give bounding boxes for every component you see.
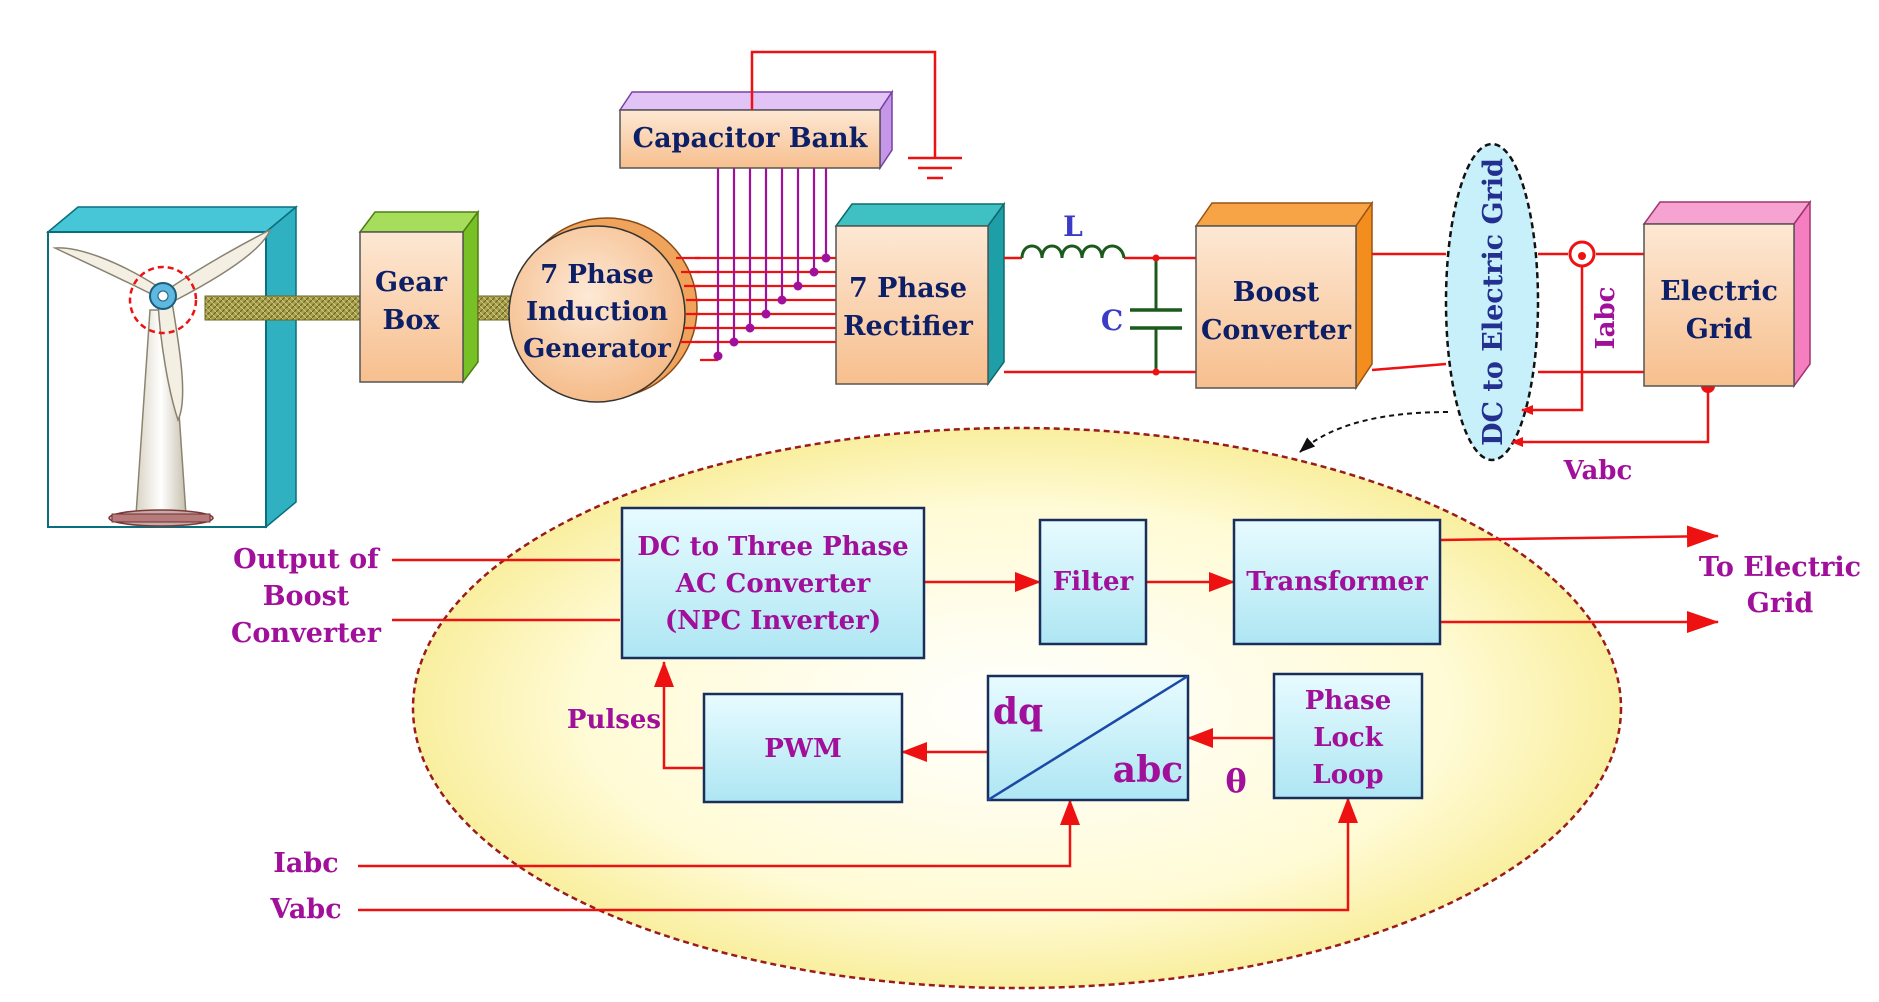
to-grid-label-2: Grid	[1747, 588, 1814, 619]
current-sensor-icon	[1568, 240, 1596, 268]
dc-to-grid-node: DC to Electric Grid	[1444, 142, 1540, 462]
dq-label: dq	[993, 691, 1043, 733]
controller-wires	[358, 525, 1719, 912]
electric-grid-block: Electric Grid	[1642, 199, 1812, 389]
to-grid-label-1: To Electric	[1699, 552, 1861, 583]
abc-label: abc	[1113, 749, 1183, 791]
inductor-icon: L	[1020, 210, 1126, 259]
iabc-top-label: Iabc	[1591, 286, 1621, 349]
npc-inverter-block: DC to Three Phase AC Converter (NPC Inve…	[620, 506, 926, 660]
pll-label-2: Lock	[1313, 723, 1383, 753]
capacitor-bank-label: Capacitor Bank	[633, 123, 869, 154]
grid-wires	[1511, 252, 1710, 447]
pwm-block: PWM	[702, 692, 904, 804]
inverter-label-3: (NPC Inverter)	[665, 606, 881, 636]
vabc-bottom-label: Vabc	[269, 894, 341, 925]
grid-label-1: Electric	[1660, 276, 1778, 307]
theta-label: θ	[1225, 762, 1246, 800]
zoom-arrow	[1299, 411, 1449, 453]
pll-block: Phase Lock Loop	[1272, 672, 1424, 800]
rectifier-block: 7 Phase Rectifier	[834, 201, 1006, 387]
inductor-label: L	[1063, 210, 1083, 243]
gearbox-label-2: Box	[383, 305, 441, 336]
boost-output-label-1: Output of	[233, 544, 381, 575]
inverter-label-1: DC to Three Phase	[637, 532, 908, 562]
filter-block: Filter	[1038, 518, 1148, 646]
pulses-label: Pulses	[567, 705, 661, 735]
pll-label-1: Phase	[1305, 686, 1391, 716]
boost-output-label-2: Boost	[263, 581, 350, 612]
boost-converter-block: Boost Converter	[1194, 200, 1374, 391]
iabc-bottom-label: Iabc	[273, 848, 338, 879]
capacitor-icon: C	[1101, 254, 1182, 376]
dc-link-wires	[1004, 256, 1196, 374]
ground-icon	[750, 50, 962, 180]
wind-turbine-icon	[45, 205, 299, 529]
dq-abc-block: dq abc	[986, 674, 1190, 802]
dc-to-grid-label: DC to Electric Grid	[1478, 158, 1509, 446]
capacitor-label: C	[1101, 304, 1123, 337]
induction-generator: 7 Phase Induction Generator	[508, 217, 698, 403]
pll-label-3: Loop	[1312, 760, 1383, 790]
vabc-top-label: Vabc	[1563, 456, 1633, 486]
capacitor-bank-block: Capacitor Bank	[618, 89, 894, 171]
boost-label-1: Boost	[1233, 277, 1320, 308]
shaft	[204, 295, 361, 321]
gearbox-block: Gear Box	[358, 209, 480, 385]
boost-label-2: Converter	[1201, 315, 1352, 346]
pwm-label: PWM	[764, 734, 842, 764]
gearbox-label-1: Gear	[375, 267, 448, 298]
boost-output-label-3: Converter	[231, 618, 382, 649]
generator-label-3: Generator	[523, 334, 671, 364]
transformer-label: Transformer	[1246, 567, 1428, 597]
grid-label-2: Grid	[1686, 314, 1753, 345]
rectifier-label-2: Rectifier	[843, 311, 974, 342]
seven-phase-bus	[676, 166, 838, 362]
generator-label-1: 7 Phase	[540, 260, 654, 290]
transformer-block: Transformer	[1232, 518, 1442, 646]
boost-output-wires	[1371, 252, 1447, 372]
inverter-label-2: AC Converter	[675, 569, 871, 599]
filter-label: Filter	[1053, 567, 1134, 597]
rectifier-label-1: 7 Phase	[849, 273, 967, 304]
generator-label-2: Induction	[526, 297, 668, 327]
